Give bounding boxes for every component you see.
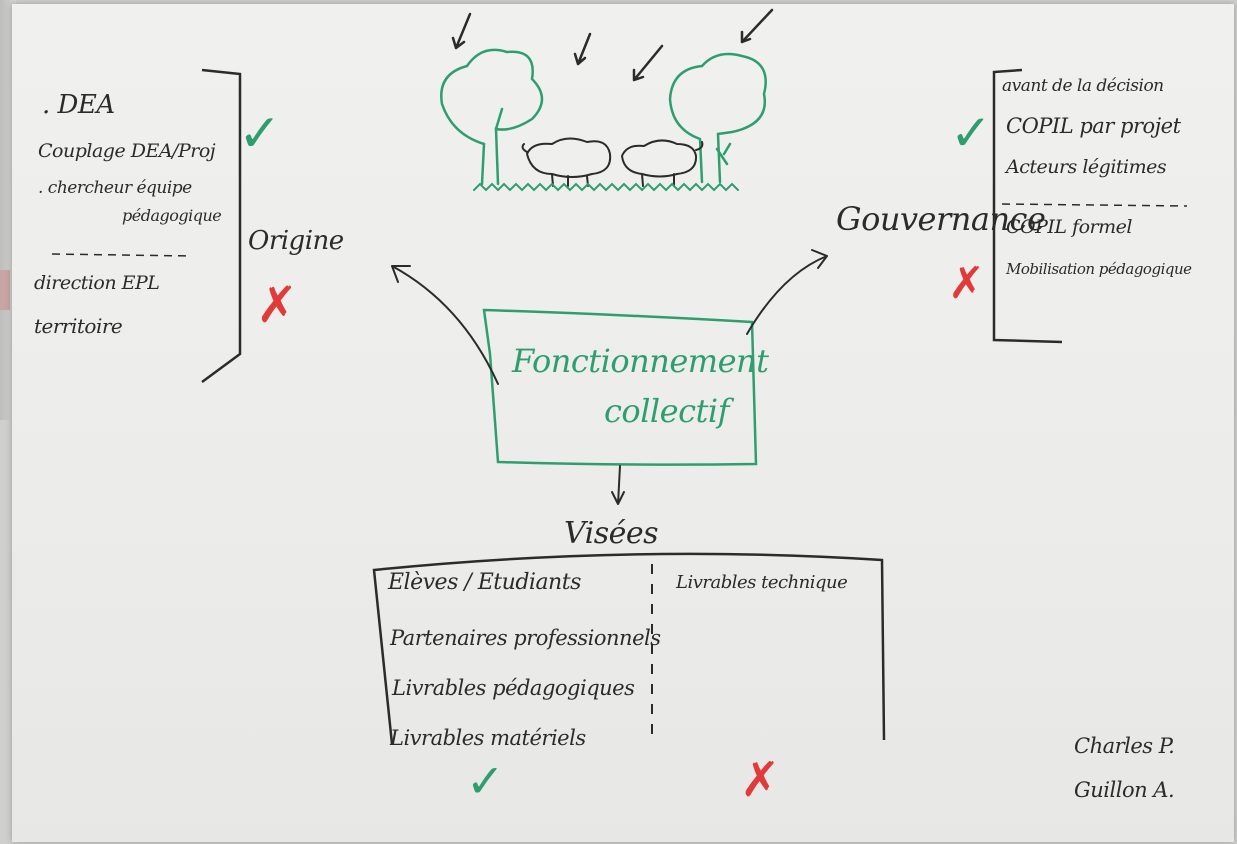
center-title-line1: Fonctionnement	[512, 342, 769, 380]
grass-line	[473, 182, 739, 192]
visees-frame	[372, 552, 886, 745]
visees-right-header: Livrables technique	[676, 572, 848, 593]
visees-check-icon: ✓	[466, 754, 505, 808]
arrow-to-origine	[391, 265, 499, 385]
origine-item-chercheur: . chercheur équipe	[38, 178, 192, 198]
whiteboard: . DEA Couplage DEA/Proj . chercheur équi…	[12, 4, 1234, 842]
tree-right-drawing	[668, 52, 767, 184]
origine-item-territoire: territoire	[34, 314, 123, 338]
gouvernance-item-avant: avant de la décision	[1002, 76, 1164, 96]
whiteboard-drawing	[51, 8, 1188, 745]
signature-line1: Charles P.	[1074, 734, 1175, 758]
visees-item-livrables-materiels: Livrables matériels	[390, 726, 586, 750]
arrows	[391, 249, 828, 505]
gouvernance-bracket	[992, 68, 1063, 344]
origine-cross-icon: ✗	[256, 276, 298, 334]
origine-title: Origine	[248, 226, 344, 256]
gouvernance-divider	[1001, 203, 1188, 207]
gouvernance-item-copil-projet: COPIL par projet	[1006, 114, 1181, 138]
arrow-to-visees	[611, 465, 625, 505]
origine-item-direction: direction EPL	[34, 272, 160, 294]
gouvernance-check-icon: ✓	[950, 104, 992, 162]
origine-check-icon: ✓	[238, 104, 282, 164]
gouvernance-item-copil-formel: COPIL formel	[1006, 216, 1132, 238]
sheep-drawing	[521, 137, 704, 187]
gouvernance-item-mobilisation: Mobilisation pédagogique	[1006, 260, 1192, 278]
origine-item-dea: . DEA	[42, 90, 115, 120]
arrow-to-gouvernance	[746, 249, 828, 335]
visees-title: Visées	[564, 516, 659, 551]
visees-item-livrables-pedago: Livrables pédagogiques	[392, 676, 635, 700]
rain-marks	[451, 8, 774, 82]
origine-bracket	[201, 68, 242, 384]
visees-item-partenaires: Partenaires professionnels	[390, 626, 661, 650]
gouvernance-cross-icon: ✗	[948, 258, 985, 309]
visees-left-header: Elèves / Etudiants	[388, 570, 581, 595]
center-box	[482, 308, 758, 466]
visees-cross-icon: ✗	[740, 752, 781, 808]
center-title-line2: collectif	[604, 392, 729, 430]
origine-item-pedagogique: pédagogique	[122, 206, 222, 225]
signature-line2: Guillon A.	[1074, 778, 1175, 802]
gouvernance-title: Gouvernance	[836, 200, 1046, 238]
gouvernance-item-acteurs: Acteurs légitimes	[1006, 156, 1167, 178]
origine-divider	[51, 253, 193, 257]
tree-left-drawing	[440, 48, 544, 186]
origine-item-couplage: Couplage DEA/Proj	[38, 140, 216, 162]
board-edge-mark	[0, 270, 10, 310]
